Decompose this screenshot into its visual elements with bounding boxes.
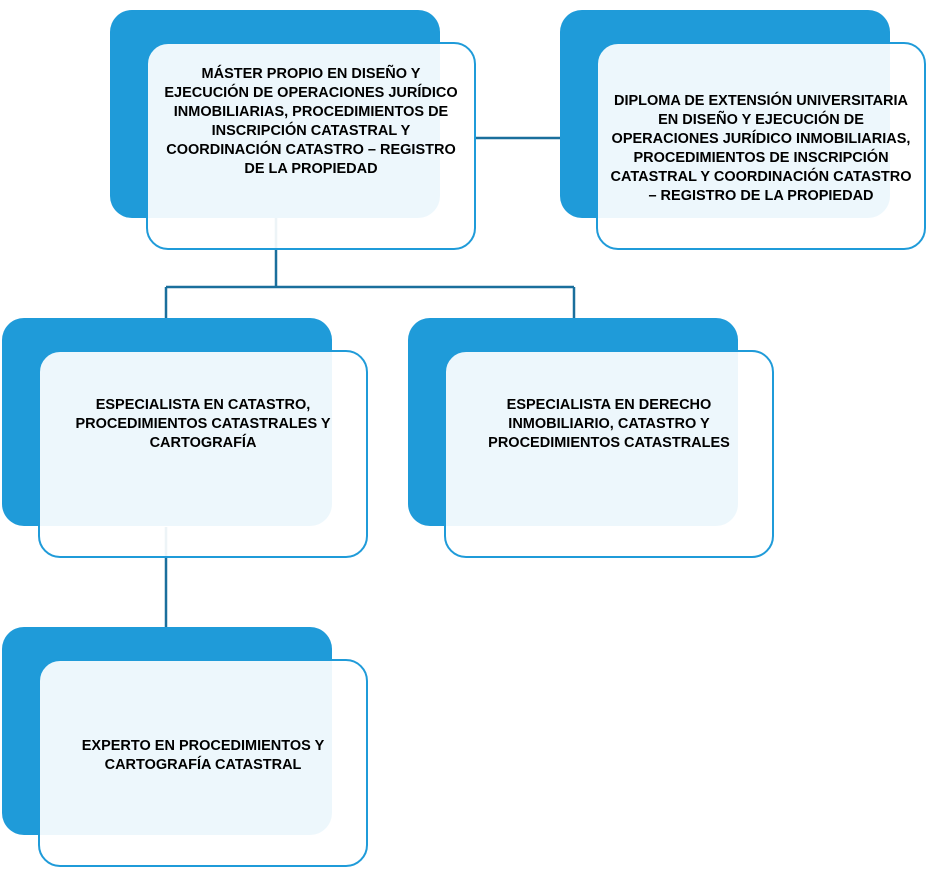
node-master-label: MÁSTER PROPIO EN DISEÑO Y EJECUCIÓN DE O… [164, 66, 458, 177]
node-especialista-catastro-label: ESPECIALISTA EN CATASTRO, PROCEDIMIENTOS… [75, 396, 331, 451]
node-especialista-catastro-card: ESPECIALISTA EN CATASTRO, PROCEDIMIENTOS… [38, 350, 368, 558]
node-master-card: MÁSTER PROPIO EN DISEÑO Y EJECUCIÓN DE O… [146, 42, 476, 250]
node-experto-card: EXPERTO EN PROCEDIMIENTOS Y CARTOGRAFÍA … [38, 659, 368, 867]
node-experto-label: EXPERTO EN PROCEDIMIENTOS Y CARTOGRAFÍA … [81, 738, 325, 773]
node-especialista-derecho-card: ESPECIALISTA EN DERECHO INMOBILIARIO, CA… [444, 350, 774, 558]
node-diploma-label: DIPLOMA DE EXTENSIÓN UNIVERSITARIA EN DI… [610, 93, 912, 204]
node-diploma-card: DIPLOMA DE EXTENSIÓN UNIVERSITARIA EN DI… [596, 42, 926, 250]
node-especialista-derecho-label: ESPECIALISTA EN DERECHO INMOBILIARIO, CA… [488, 396, 730, 451]
